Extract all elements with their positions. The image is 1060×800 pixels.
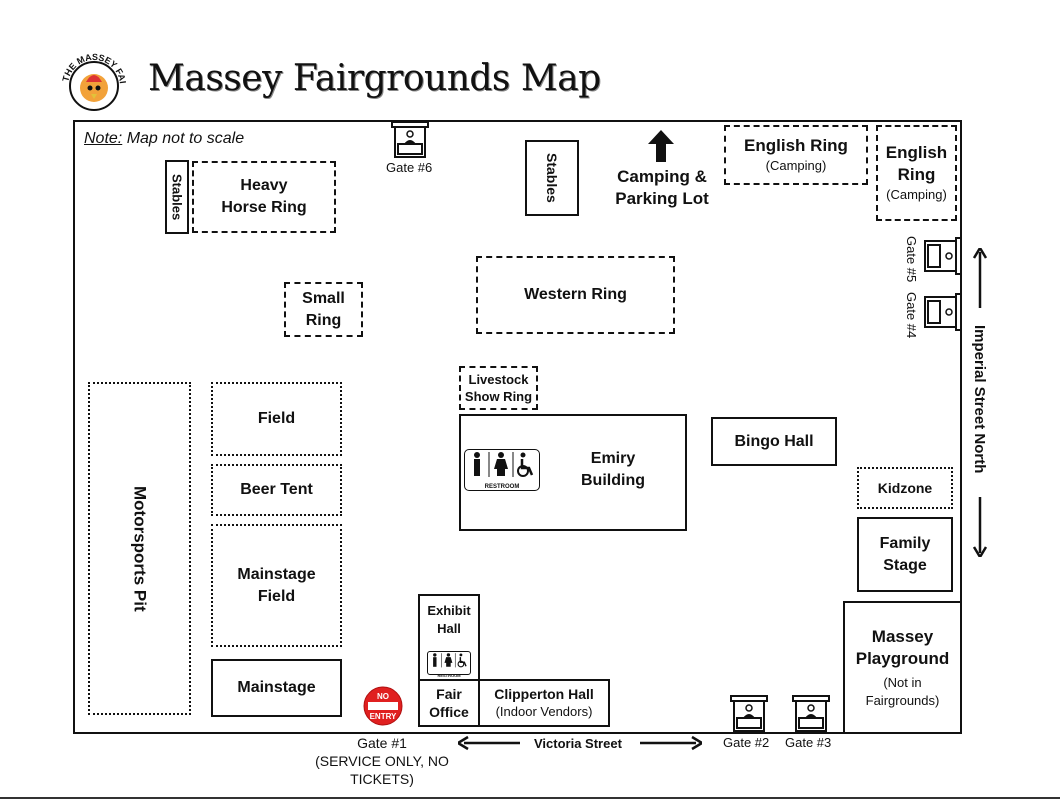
motorsports-pit[interactable]: Motorsports Pit [88, 382, 191, 715]
svg-text:NO: NO [377, 692, 389, 701]
playground-sub: (Not in Fairgrounds) [865, 674, 940, 708]
bingo-hall-label: Bingo Hall [734, 432, 814, 450]
small-ring-line2: Ring [305, 311, 342, 329]
restroom-text: RESTROOM [484, 484, 520, 490]
fairgrounds-border [73, 120, 962, 734]
emiry-line2: Building [581, 472, 645, 489]
english-ring-1-sub: (Camping) [765, 158, 827, 173]
mainstage[interactable]: Mainstage [211, 659, 342, 717]
gate-5-label: Gate #5 [904, 236, 919, 283]
no-entry-icon: NO ENTRY [363, 686, 403, 726]
gate-2-booth-icon [729, 694, 769, 734]
map-note: Note: Map not to scale [84, 130, 244, 148]
mainstage-field[interactable]: Mainstage Field [211, 524, 342, 647]
stables-top-label: Stables [544, 153, 560, 203]
up-arrow-street-icon [972, 247, 988, 308]
english-ring-1[interactable]: English Ring (Camping) [724, 125, 868, 185]
stables-left-label: Stables [169, 173, 185, 221]
restroom-sign: RESTROOM [464, 449, 540, 491]
restroom-sign-small: RESTROOM [427, 651, 471, 678]
fair-office-line2: Office [429, 704, 469, 720]
clipperton-hall-label: Clipperton Hall [494, 686, 594, 702]
small-ring-line1: Small [302, 289, 345, 307]
stables-left[interactable]: Stables [165, 160, 189, 234]
clipperton-hall-sub: (Indoor Vendors) [495, 704, 593, 719]
stables-top[interactable]: Stables [525, 140, 579, 216]
imperial-street-label: Imperial Street North [971, 325, 988, 474]
emiry-building-label: Emiry Building [561, 446, 665, 494]
livestock-line1: Livestock [468, 372, 529, 387]
english-ring-2-sub: (Camping) [886, 187, 947, 202]
gate-5-booth-icon [921, 236, 963, 276]
gate-2-label: Gate #2 [723, 735, 770, 750]
note-label: Note: [84, 130, 123, 147]
exhibit-hall-label: Exhibit Hall [427, 603, 471, 636]
clipperton-hall[interactable]: Clipperton Hall (Indoor Vendors) [478, 679, 610, 727]
english-ring-1-label: English Ring [744, 136, 848, 155]
camping-parking-lot[interactable]: Camping & Parking Lot [610, 165, 714, 211]
victoria-street-label: Victoria Street [534, 736, 622, 751]
gate-1-label: Gate #1 (SERVICE ONLY, NO TICKETS) [315, 735, 449, 787]
english-ring-2-line2: Ring [897, 165, 936, 184]
livestock-show-ring[interactable]: Livestock Show Ring [459, 366, 538, 410]
heavy-horse-ring[interactable]: Heavy Horse Ring [192, 161, 336, 233]
bingo-hall[interactable]: Bingo Hall [711, 417, 837, 466]
beer-tent[interactable]: Beer Tent [211, 464, 342, 516]
camping-parking-line1: Camping & [617, 167, 707, 186]
gate-4-label: Gate #4 [904, 292, 919, 339]
motorsports-pit-label: Motorsports Pit [130, 485, 150, 612]
livestock-line2: Show Ring [464, 389, 533, 404]
emiry-building[interactable]: RESTROOM Emiry Building [459, 414, 687, 531]
up-arrow-icon [648, 130, 674, 162]
small-ring[interactable]: Small Ring [284, 282, 363, 337]
family-stage[interactable]: Family Stage [857, 517, 953, 592]
english-ring-2[interactable]: English Ring (Camping) [876, 125, 957, 221]
exhibit-hall[interactable]: Exhibit Hall RESTROOM [418, 594, 480, 681]
family-stage-line1: Family [879, 534, 931, 552]
beer-tent-label: Beer Tent [240, 481, 313, 498]
restroom-icon [433, 653, 467, 668]
english-ring-2-line1: English [885, 143, 948, 162]
heavy-horse-ring-line2: Horse Ring [221, 199, 307, 216]
svg-text:ENTRY: ENTRY [370, 712, 397, 721]
note-text: Map not to scale [122, 130, 245, 147]
western-ring[interactable]: Western Ring [476, 256, 675, 334]
playground-line2: Playground [855, 648, 950, 668]
emiry-line1: Emiry [590, 450, 636, 467]
down-arrow-street-icon [972, 497, 988, 558]
fair-logo: THE MASSEY FAIR [57, 44, 128, 112]
kidzone-label: Kidzone [877, 480, 933, 496]
page-title: Massey Fairgrounds Map [148, 58, 601, 99]
right-arrow-icon [640, 735, 703, 751]
restroom-text-small: RESTROOM [437, 673, 461, 678]
gate-3-label: Gate #3 [785, 735, 832, 750]
camping-parking-line2: Parking Lot [615, 189, 709, 208]
left-arrow-icon [457, 735, 520, 751]
massey-playground[interactable]: Massey Playground (Not in Fairgrounds) [843, 601, 962, 734]
gate-6-label: Gate #6 [386, 160, 433, 175]
family-stage-line2: Stage [883, 556, 927, 574]
heavy-horse-ring-line1: Heavy [240, 177, 288, 194]
field[interactable]: Field [211, 382, 342, 456]
mainstage-label: Mainstage [237, 679, 316, 696]
mainstage-field-line1: Mainstage [237, 565, 316, 583]
fair-office-line1: Fair [436, 686, 462, 702]
page-bottom-rule [0, 797, 1060, 799]
fair-office[interactable]: Fair Office [418, 679, 480, 727]
restroom-icon [474, 452, 534, 477]
field-label: Field [257, 410, 296, 427]
gate-6-booth-icon [390, 120, 430, 160]
playground-line1: Massey [871, 626, 934, 646]
gate-3-booth-icon [791, 694, 831, 734]
gate-4-booth-icon [921, 292, 963, 332]
mainstage-field-line2: Field [257, 587, 296, 605]
western-ring-label: Western Ring [524, 286, 627, 303]
kidzone[interactable]: Kidzone [857, 467, 953, 509]
